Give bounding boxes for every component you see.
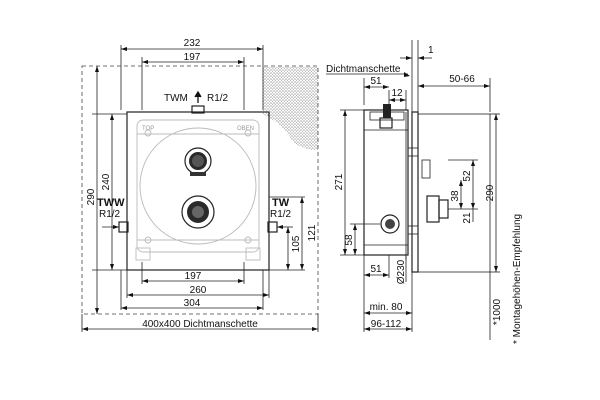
housing-body bbox=[126, 111, 270, 271]
trim-plate bbox=[417, 113, 491, 273]
dim-side-96-112: 96-112 bbox=[371, 319, 402, 330]
inlet-left-label: TWW bbox=[97, 197, 125, 209]
outlet-stub-top bbox=[191, 105, 205, 114]
dim-side-1: 1 bbox=[428, 45, 434, 56]
dim-bottom-1: 197 bbox=[185, 271, 202, 282]
dim-side-50-66: 50-66 bbox=[449, 74, 475, 85]
dim-side-51-bottom: 51 bbox=[370, 264, 382, 275]
dim-side-min80: min. 80 bbox=[370, 302, 403, 313]
dim-right-inner: 105 bbox=[291, 235, 302, 252]
dim-left-outer: 290 bbox=[86, 188, 97, 205]
shutoff-knob bbox=[181, 195, 215, 229]
outlet-label: TWM bbox=[164, 93, 188, 104]
dim-side-21: 21 bbox=[462, 212, 473, 224]
side-housing bbox=[363, 104, 419, 256]
dim-side-51-top: 51 bbox=[370, 76, 382, 87]
outlet-thread: R1/2 bbox=[207, 93, 229, 104]
wall-plate bbox=[411, 111, 419, 273]
marker-oben: OBEN bbox=[237, 126, 254, 132]
dim-bottom-4: 400x400 Dichtmanschette bbox=[142, 319, 258, 330]
inlet-right-label: TW bbox=[272, 197, 290, 209]
dim-right-outer: 121 bbox=[307, 224, 318, 241]
label-dichtmanschette: Dichtmanschette bbox=[326, 64, 401, 75]
side-knob bbox=[421, 159, 449, 223]
dim-side-52: 52 bbox=[462, 170, 473, 182]
mounting-template bbox=[135, 119, 261, 261]
dim-side-38: 38 bbox=[450, 190, 461, 202]
dim-bottom-2: 260 bbox=[190, 285, 207, 296]
dim-left-inner: 240 bbox=[101, 173, 112, 190]
dim-top-inner: 197 bbox=[184, 52, 201, 63]
inlet-right-thread: R1/2 bbox=[270, 209, 292, 220]
note-montagehoehe: * Montagehöhen-Empfehlung bbox=[512, 214, 523, 344]
marker-top: TOP bbox=[142, 126, 154, 132]
dim-side-58: 58 bbox=[344, 234, 355, 246]
dim-side-1000: *1000 bbox=[492, 298, 503, 325]
dim-side-271: 271 bbox=[334, 173, 345, 190]
up-arrow-icon bbox=[194, 90, 202, 103]
dim-side-diam: Ø230 bbox=[396, 259, 407, 284]
dim-side-12: 12 bbox=[391, 88, 403, 99]
dim-top-outer: 232 bbox=[184, 38, 201, 49]
thermostat-knob bbox=[184, 147, 212, 176]
dim-bottom-3: 304 bbox=[184, 298, 201, 309]
inlet-left-thread: R1/2 bbox=[99, 209, 121, 220]
seal-outline bbox=[81, 65, 319, 315]
wall-hatch bbox=[263, 67, 318, 150]
dim-side-290: 290 bbox=[485, 184, 496, 201]
